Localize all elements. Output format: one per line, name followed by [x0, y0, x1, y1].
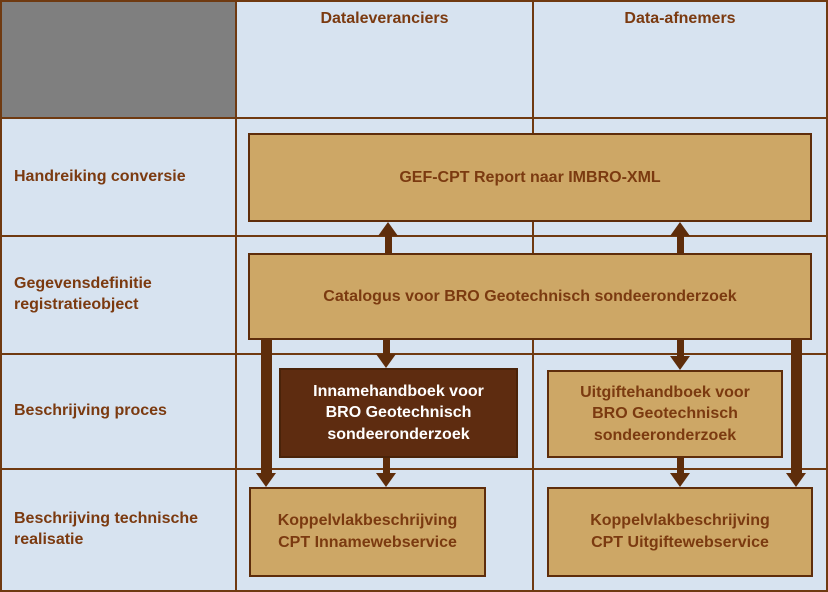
box-koppelvlak-uitgifte: Koppelvlakbeschrijving CPT Uitgiftewebse…: [547, 487, 813, 577]
arrow-stem: [384, 236, 392, 253]
grid-hline-row3-row4: [2, 468, 826, 470]
arrow-catalogus-to-koppelvlak-inname: [256, 338, 276, 487]
box-label-line: BRO Geotechnisch: [325, 404, 472, 422]
box-label-line: CPT Innamewebservice: [278, 534, 457, 551]
arrow-stem: [676, 236, 684, 253]
grid-hline-header: [2, 117, 826, 119]
row-label-gegevensdefinitie-registratieobject: Gegevensdefinitie registratieobject: [2, 237, 235, 353]
arrow-catalogus-to-gef-left: [378, 222, 398, 253]
row-label-beschrijving-proces: Beschrijving proces: [2, 355, 235, 468]
column-header-data-afnemers: Data-afnemers: [534, 2, 826, 117]
arrowhead-up: [670, 222, 690, 236]
box-label-line: Innamehandboek voor: [313, 382, 484, 400]
arrowhead-down: [256, 473, 276, 487]
column-header-label: Data-afnemers: [624, 10, 736, 27]
arrow-stem: [790, 338, 802, 473]
box-label-line: sondeeronderzoek: [327, 425, 470, 443]
grid-hline-row1-row2: [2, 235, 826, 237]
box-label: GEF-CPT Report naar IMBRO-XML: [399, 168, 661, 186]
arrow-catalogus-to-innamehandboek: [376, 338, 396, 368]
arrow-uitgiftehandboek-to-koppelvlak: [670, 458, 690, 487]
arrow-catalogus-to-uitgiftehandboek: [670, 338, 690, 370]
box-uitgiftehandboek: Uitgiftehandboek voor BRO Geotechnisch s…: [547, 370, 783, 458]
box-label-line: Koppelvlakbeschrijving: [590, 512, 770, 530]
row-label-text: Handreiking conversie: [14, 167, 186, 185]
box-catalogus: Catalogus voor BRO Geotechnisch sondeero…: [248, 253, 812, 340]
column-header-label: Dataleveranciers: [320, 10, 449, 27]
box-label: Catalogus voor BRO Geotechnisch sondeero…: [323, 287, 737, 305]
arrowhead-down: [376, 473, 396, 487]
grid-vline-labels-col1: [235, 2, 237, 590]
box-innamehandboek: Innamehandboek voor BRO Geotechnisch son…: [279, 368, 518, 458]
box-label-line: sondeeronderzoek: [593, 426, 737, 444]
arrow-stem: [260, 338, 272, 473]
arrow-catalogus-to-koppelvlak-uitgifte: [786, 338, 806, 487]
box-label-line: BRO Geotechnisch: [592, 405, 738, 423]
box-label-line: Koppelvlakbeschrijving: [277, 512, 458, 530]
arrow-catalogus-to-gef-right: [670, 222, 690, 253]
box-koppelvlak-inname: Koppelvlakbeschrijving CPT Innamewebserv…: [249, 487, 486, 577]
row-label-handreiking-conversie: Handreiking conversie: [2, 119, 235, 235]
arrowhead-down: [670, 473, 690, 487]
arrow-stem: [676, 338, 684, 356]
arrow-innamehandboek-to-koppelvlak: [376, 458, 396, 487]
row-label-beschrijving-technische-realisatie: Beschrijving technische realisatie: [2, 470, 235, 590]
column-header-dataleveranciers: Dataleveranciers: [237, 2, 532, 117]
corner-cell: [2, 2, 235, 117]
box-gef-cpt-report: GEF-CPT Report naar IMBRO-XML: [248, 133, 812, 222]
arrowhead-up: [378, 222, 398, 236]
row-label-text: Beschrijving proces: [14, 402, 167, 420]
arrowhead-down: [670, 356, 690, 370]
arrow-stem: [676, 458, 684, 473]
row-label-text: Gegevensdefinitie registratieobject: [14, 275, 152, 313]
arrowhead-down: [786, 473, 806, 487]
grid-hline-row2-row3: [2, 353, 826, 355]
arrowhead-down: [376, 354, 396, 368]
arrow-stem: [382, 458, 390, 473]
arrow-stem: [382, 338, 390, 354]
box-label-line: CPT Uitgiftewebservice: [591, 534, 769, 551]
row-label-text: Beschrijving technische realisatie: [14, 510, 199, 548]
box-label-line: Uitgiftehandboek voor: [580, 383, 750, 401]
